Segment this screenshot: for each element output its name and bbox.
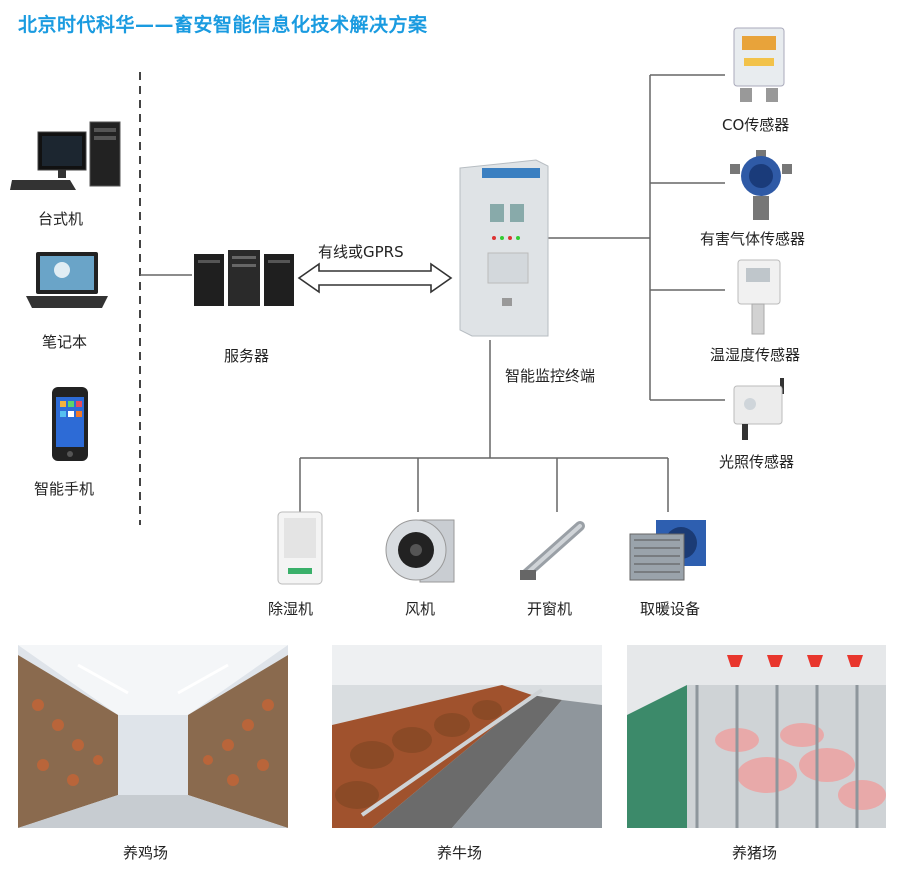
desktop-computer-icon (10, 118, 125, 197)
sensor-light-label: 光照传感器 (719, 453, 795, 471)
temperature-humidity-sensor-icon (736, 258, 784, 340)
farm-pig-label: 养猪场 (732, 844, 778, 862)
smartphone-icon (50, 385, 90, 467)
terminal-label: 智能监控终端 (505, 367, 596, 385)
server-label: 服务器 (224, 347, 270, 365)
actuator-window-label: 开窗机 (527, 600, 573, 618)
cattle-farm-photo (332, 645, 602, 828)
sensor-gas-label: 有害气体传感器 (700, 230, 806, 248)
actuator-heater-label: 取暖设备 (640, 600, 701, 618)
heater-icon (626, 518, 710, 588)
sensor-temp-label: 温湿度传感器 (710, 346, 801, 364)
actuator-fan-label: 风机 (405, 600, 436, 618)
chicken-farm-photo (18, 645, 288, 828)
gas-sensor-icon (728, 148, 794, 228)
dehumidifier-icon (276, 510, 324, 590)
control-cabinet-icon (458, 158, 550, 344)
link-label: 有线或GPRS (318, 243, 404, 261)
client-desktop-label: 台式机 (38, 210, 84, 228)
client-laptop-label: 笔记本 (42, 333, 88, 351)
fan-icon (384, 516, 456, 590)
actuator-dehumidifier-label: 除湿机 (268, 600, 314, 618)
laptop-icon (22, 250, 110, 316)
server-icon (192, 248, 296, 312)
double-arrow-icon (297, 262, 453, 294)
farm-chicken-label: 养鸡场 (123, 844, 169, 862)
light-sensor-icon (730, 376, 792, 448)
pig-farm-photo (627, 645, 886, 828)
page-title: 北京时代科华——畜安智能信息化技术解决方案 (18, 14, 428, 36)
window-opener-icon (520, 520, 590, 588)
co-sensor-icon (730, 24, 788, 110)
client-smartphone-label: 智能手机 (34, 480, 95, 498)
sensor-co-label: CO传感器 (722, 116, 790, 134)
farm-cattle-label: 养牛场 (437, 844, 483, 862)
